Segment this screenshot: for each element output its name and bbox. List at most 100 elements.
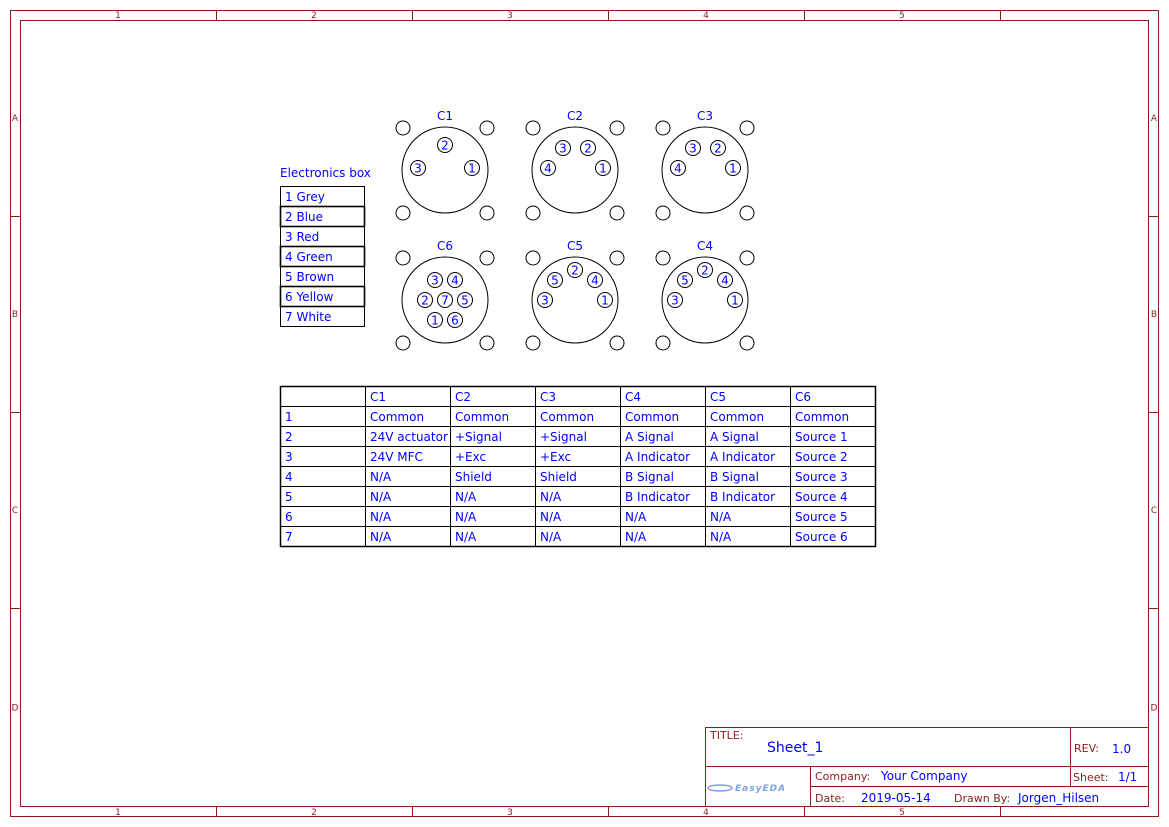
table-cell: Source 6 [795,530,848,544]
pin-number: 1 [731,294,739,308]
date-value: 2019-05-14 [861,791,931,805]
drawn-by-value: Jorgen_Hilsen [1017,791,1099,805]
table-cell: B Signal [710,470,759,484]
table-cell: N/A [710,510,732,524]
logo-text: EasyEDA [735,784,786,794]
table-cell: 4 [285,470,293,484]
table-cell: Common [540,410,594,424]
electronics-box-item: 1 Grey [285,190,325,204]
table-cell: Shield [540,470,577,484]
pin-circle [537,292,553,308]
sheet-label: Sheet: [1073,771,1109,784]
table-cell: 3 [285,450,293,464]
table-header-cell: C2 [455,390,471,404]
mounting-hole [479,205,495,221]
electronics-box-item: 5 Brown [285,270,334,284]
sheet-value: 1/1 [1118,770,1137,784]
mounting-hole [395,335,411,351]
mounting-hole [655,250,671,266]
pin-number: 1 [431,314,439,328]
connector-label: C2 [567,109,583,123]
pin-circle [547,272,563,288]
pin-number: 2 [571,264,579,278]
mounting-hole [655,205,671,221]
table-cell: N/A [370,490,392,504]
pin-circle [580,140,596,156]
company-label: Company: [815,770,870,783]
frame-column-label: 2 [311,11,317,21]
table-cell: N/A [455,530,477,544]
frame-row-label: C [12,506,18,516]
pin-number: 4 [721,274,729,288]
pin-number: 6 [451,314,459,328]
table-cell: +Signal [540,430,587,444]
table-cell: N/A [455,510,477,524]
pin-number: 3 [431,274,439,288]
pin-circle [540,160,556,176]
frame-row-label: A [1151,114,1158,124]
frame-column-label: 1 [115,808,121,818]
table-cell: 24V actuator [370,430,448,444]
table-cell: +Exc [540,450,571,464]
table-cell: N/A [370,470,392,484]
mounting-hole [609,120,625,136]
drawn-by-label: Drawn By: [954,792,1010,805]
frame-column-label: 5 [899,808,905,818]
pin-number: 5 [551,274,559,288]
pin-number: 3 [671,294,679,308]
table-cell: N/A [540,530,562,544]
table-cell: N/A [710,530,732,544]
frame-column-label: 4 [703,11,709,21]
table-cell: N/A [540,490,562,504]
table-cell: 7 [285,530,293,544]
company-value: Your Company [880,769,968,783]
mounting-hole [525,250,541,266]
connector-label: C6 [437,239,453,253]
pin-number: 2 [584,142,592,156]
table-cell: 5 [285,490,293,504]
table-cell: N/A [370,530,392,544]
pin-circle [437,137,453,153]
pin-number: 1 [601,294,609,308]
pin-number: 4 [451,274,459,288]
electronics-box-title: Electronics box [280,166,371,180]
mounting-hole [739,250,755,266]
pin-number: 1 [468,162,476,176]
pin-number: 2 [714,142,722,156]
table-cell: N/A [625,510,647,524]
mounting-hole [739,335,755,351]
pin-number: 3 [541,294,549,308]
frame-row-label: B [12,310,18,320]
electronics-box-item: 7 White [285,310,331,324]
pin-circle [717,272,733,288]
table-cell: Common [455,410,509,424]
pin-circle [677,272,693,288]
frame-row-label: C [1151,506,1157,516]
table-cell: N/A [370,510,392,524]
pin-number: 3 [559,142,567,156]
frame-row-label: D [12,704,19,714]
connector-label: C1 [437,109,453,123]
pin-circle [710,140,726,156]
table-cell: Source 3 [795,470,848,484]
connector-body [401,126,489,214]
table-cell: Source 5 [795,510,848,524]
pin-circle [555,140,571,156]
electronics-box-item: 3 Red [285,230,319,244]
table-cell: Source 1 [795,430,848,444]
table-cell: N/A [455,490,477,504]
pin-circle [567,262,583,278]
pin-circle [697,262,713,278]
